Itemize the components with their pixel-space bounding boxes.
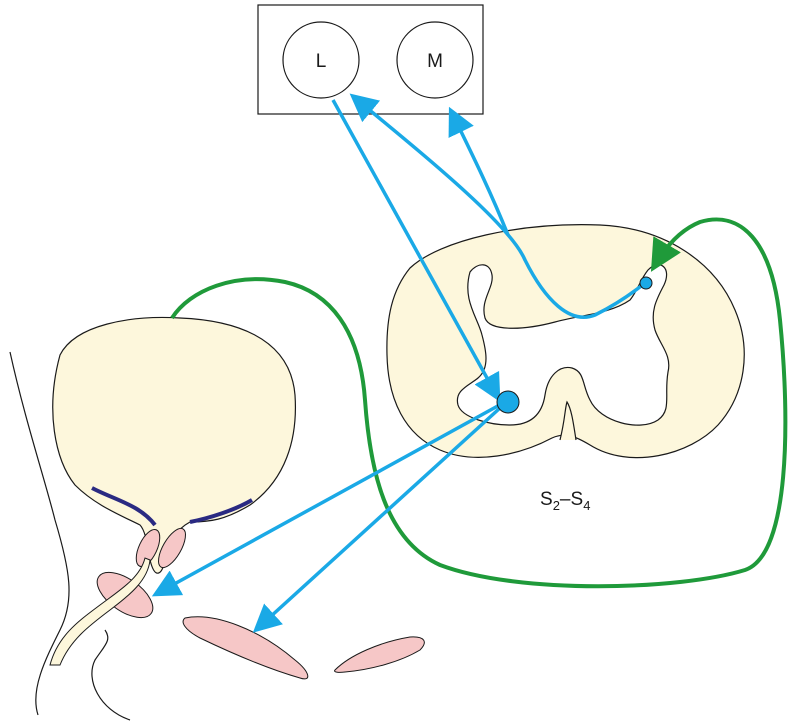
pathway-ascending-to-m [452, 113, 508, 235]
segment-sub-2: 2 [553, 498, 560, 513]
urethra-outline-lower [92, 630, 130, 720]
segment-dash: – [560, 489, 571, 510]
pelvic-floor-muscle-right [335, 637, 425, 673]
m-center-label: M [427, 51, 443, 72]
pelvic-floor-muscle-left [183, 617, 308, 679]
segment-sub-4: 4 [583, 498, 590, 513]
spinal-segment-label: S2–S4 [540, 489, 590, 513]
segment-s-start: S [540, 489, 553, 510]
l-center-label: L [316, 51, 327, 72]
segment-s-end: S [571, 489, 584, 510]
sacral-motor-nucleus [497, 391, 519, 413]
dorsal-horn-nucleus [640, 277, 652, 289]
